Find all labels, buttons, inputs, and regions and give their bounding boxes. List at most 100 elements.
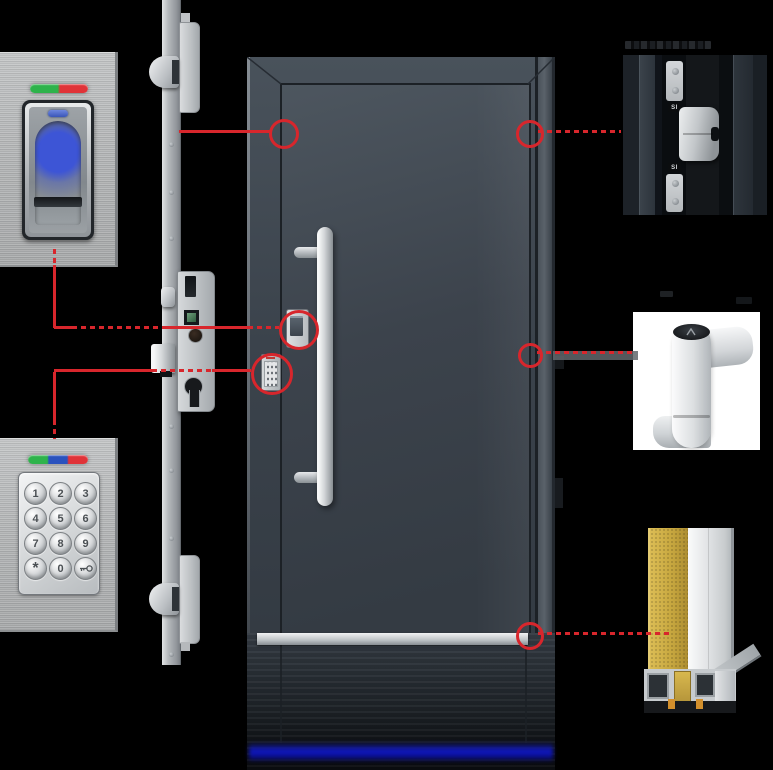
door-profile-inner bbox=[733, 55, 754, 215]
keypad-button-6: 6 bbox=[74, 507, 97, 530]
connector-fingerprint-vertical-dashed bbox=[53, 249, 56, 267]
fingerprint-led-bar bbox=[30, 84, 88, 93]
lock-spindle-center bbox=[187, 313, 196, 322]
lock-top-tab bbox=[181, 13, 190, 23]
callout-circle-surface-hinge-point bbox=[518, 343, 543, 368]
keypad-button-7: 7 bbox=[24, 532, 47, 555]
callout-circle-mini-fingerprint bbox=[279, 310, 319, 350]
door-kick-strip bbox=[257, 633, 528, 645]
sill-thermal-bit bbox=[668, 699, 675, 709]
lock-top-hook-slot bbox=[172, 60, 179, 84]
sill-gasket-base bbox=[644, 701, 736, 713]
door bbox=[247, 57, 564, 770]
surface-hinge-card bbox=[633, 312, 760, 450]
screw-icon bbox=[169, 652, 174, 657]
door-profile-gap bbox=[719, 55, 733, 215]
surface-hinge-seam bbox=[673, 415, 710, 418]
hinge-cap-logo-icon bbox=[686, 328, 696, 336]
door-panel-line-left-lower bbox=[280, 633, 282, 743]
connector-fingerprint-vertical bbox=[53, 265, 56, 328]
connector-lock-horizontal bbox=[179, 130, 270, 133]
door-handle-post-top bbox=[294, 247, 319, 258]
lock-round-hole bbox=[188, 328, 203, 343]
fingerprint-reader-panel bbox=[0, 52, 118, 267]
screw-icon bbox=[169, 536, 174, 541]
door-edge-keep-tab bbox=[555, 356, 564, 369]
sill-thermal-bit bbox=[696, 699, 703, 709]
connector-fingerprint-horizontal-dashed bbox=[72, 326, 162, 329]
lock-bottom-tab bbox=[181, 642, 190, 651]
key-icon bbox=[79, 565, 93, 572]
door-left-edge-highlight bbox=[247, 57, 250, 747]
door-floor-glow bbox=[249, 742, 553, 762]
fingerprint-sensor-recess bbox=[29, 107, 87, 233]
connector-threshold-dashed bbox=[538, 632, 669, 635]
surface-hinge-capsule bbox=[672, 324, 711, 448]
frame-gap bbox=[655, 55, 662, 215]
surface-hinge-cap bbox=[673, 324, 710, 340]
connector-fingerprint-horizontal bbox=[54, 326, 72, 329]
connector-fingerprint-horizontal bbox=[162, 326, 248, 329]
photo-edge-strip bbox=[553, 351, 638, 360]
lock-cylinder-stem bbox=[189, 390, 200, 407]
sill-thermal-break bbox=[674, 671, 691, 703]
screw-icon bbox=[672, 180, 679, 187]
screw-icon bbox=[169, 190, 174, 195]
connector-keypad-horizontal bbox=[54, 369, 152, 372]
sill-body bbox=[644, 669, 736, 703]
sill-chamber-right bbox=[715, 671, 735, 701]
hinge-knuckle-seam bbox=[683, 133, 713, 135]
keypad-button-9: 9 bbox=[74, 532, 97, 555]
keypad-button-8: 8 bbox=[49, 532, 72, 555]
door-right-edge-band bbox=[538, 57, 552, 757]
concealed-hinge-caption-marks bbox=[625, 41, 711, 49]
keypad-button-4: 4 bbox=[24, 507, 47, 530]
lock-bottom-hook-slot bbox=[172, 587, 179, 611]
threshold-aluminium-slab bbox=[688, 528, 734, 669]
lock-bottom-hook-housing bbox=[179, 555, 200, 644]
screw-icon bbox=[169, 424, 174, 429]
keypad-button-2: 2 bbox=[49, 482, 72, 505]
lock-top-slot bbox=[185, 276, 196, 297]
screw-icon bbox=[169, 468, 174, 473]
door-right-frame-line bbox=[535, 57, 538, 757]
concealed-hinge-photo: SI SI bbox=[623, 55, 767, 215]
screw-icon bbox=[672, 68, 679, 75]
lock-top-hook-housing bbox=[179, 22, 200, 113]
lock-deadbolt-slot bbox=[160, 371, 172, 377]
door-profile-outer bbox=[753, 55, 767, 215]
keypad-plate: 1 2 3 4 5 6 7 8 9 * 0 bbox=[18, 472, 100, 595]
hinge-plate-top bbox=[666, 61, 683, 101]
frame-profile-inner bbox=[639, 55, 656, 215]
callout-circle-mini-keypad bbox=[251, 353, 293, 395]
hinge-si-label-top: SI bbox=[668, 103, 681, 112]
hinge-plate-bottom bbox=[666, 174, 683, 212]
keypad-panel: 1 2 3 4 5 6 7 8 9 * 0 bbox=[0, 438, 118, 632]
screw-icon bbox=[169, 142, 174, 147]
threshold-sill bbox=[644, 643, 762, 717]
screw-icon bbox=[169, 236, 174, 241]
screw-icon bbox=[672, 87, 679, 94]
connector-surface-hinge-dashed bbox=[537, 351, 632, 354]
hinge-knuckle-notch bbox=[711, 127, 719, 141]
frame-profile-outer bbox=[623, 55, 639, 215]
sill-cavity bbox=[695, 673, 715, 697]
door-handle-post-bottom bbox=[294, 472, 319, 483]
threshold-insulation-core bbox=[648, 528, 690, 669]
connector-keypad-horizontal-dashed bbox=[152, 369, 212, 372]
door-panel-line-right-lower bbox=[525, 633, 527, 743]
fingerprint-sensor bbox=[22, 100, 94, 240]
keypad-button-1: 1 bbox=[24, 482, 47, 505]
sill-cavity bbox=[647, 673, 669, 699]
connector-keypad-horizontal bbox=[212, 369, 251, 372]
fingerprint-brand-pill bbox=[48, 110, 68, 117]
hinge-knuckle bbox=[679, 107, 719, 161]
fingerprint-sensor-bezel bbox=[25, 103, 91, 237]
lock-deadbolt bbox=[151, 344, 175, 373]
hinge-si-label-bottom: SI bbox=[668, 163, 681, 172]
slab-inner-line bbox=[708, 528, 709, 669]
connector-fingerprint-horizontal-dashed bbox=[248, 326, 279, 329]
keypad-led-bar bbox=[28, 455, 88, 464]
keypad-button-3: 3 bbox=[74, 482, 97, 505]
